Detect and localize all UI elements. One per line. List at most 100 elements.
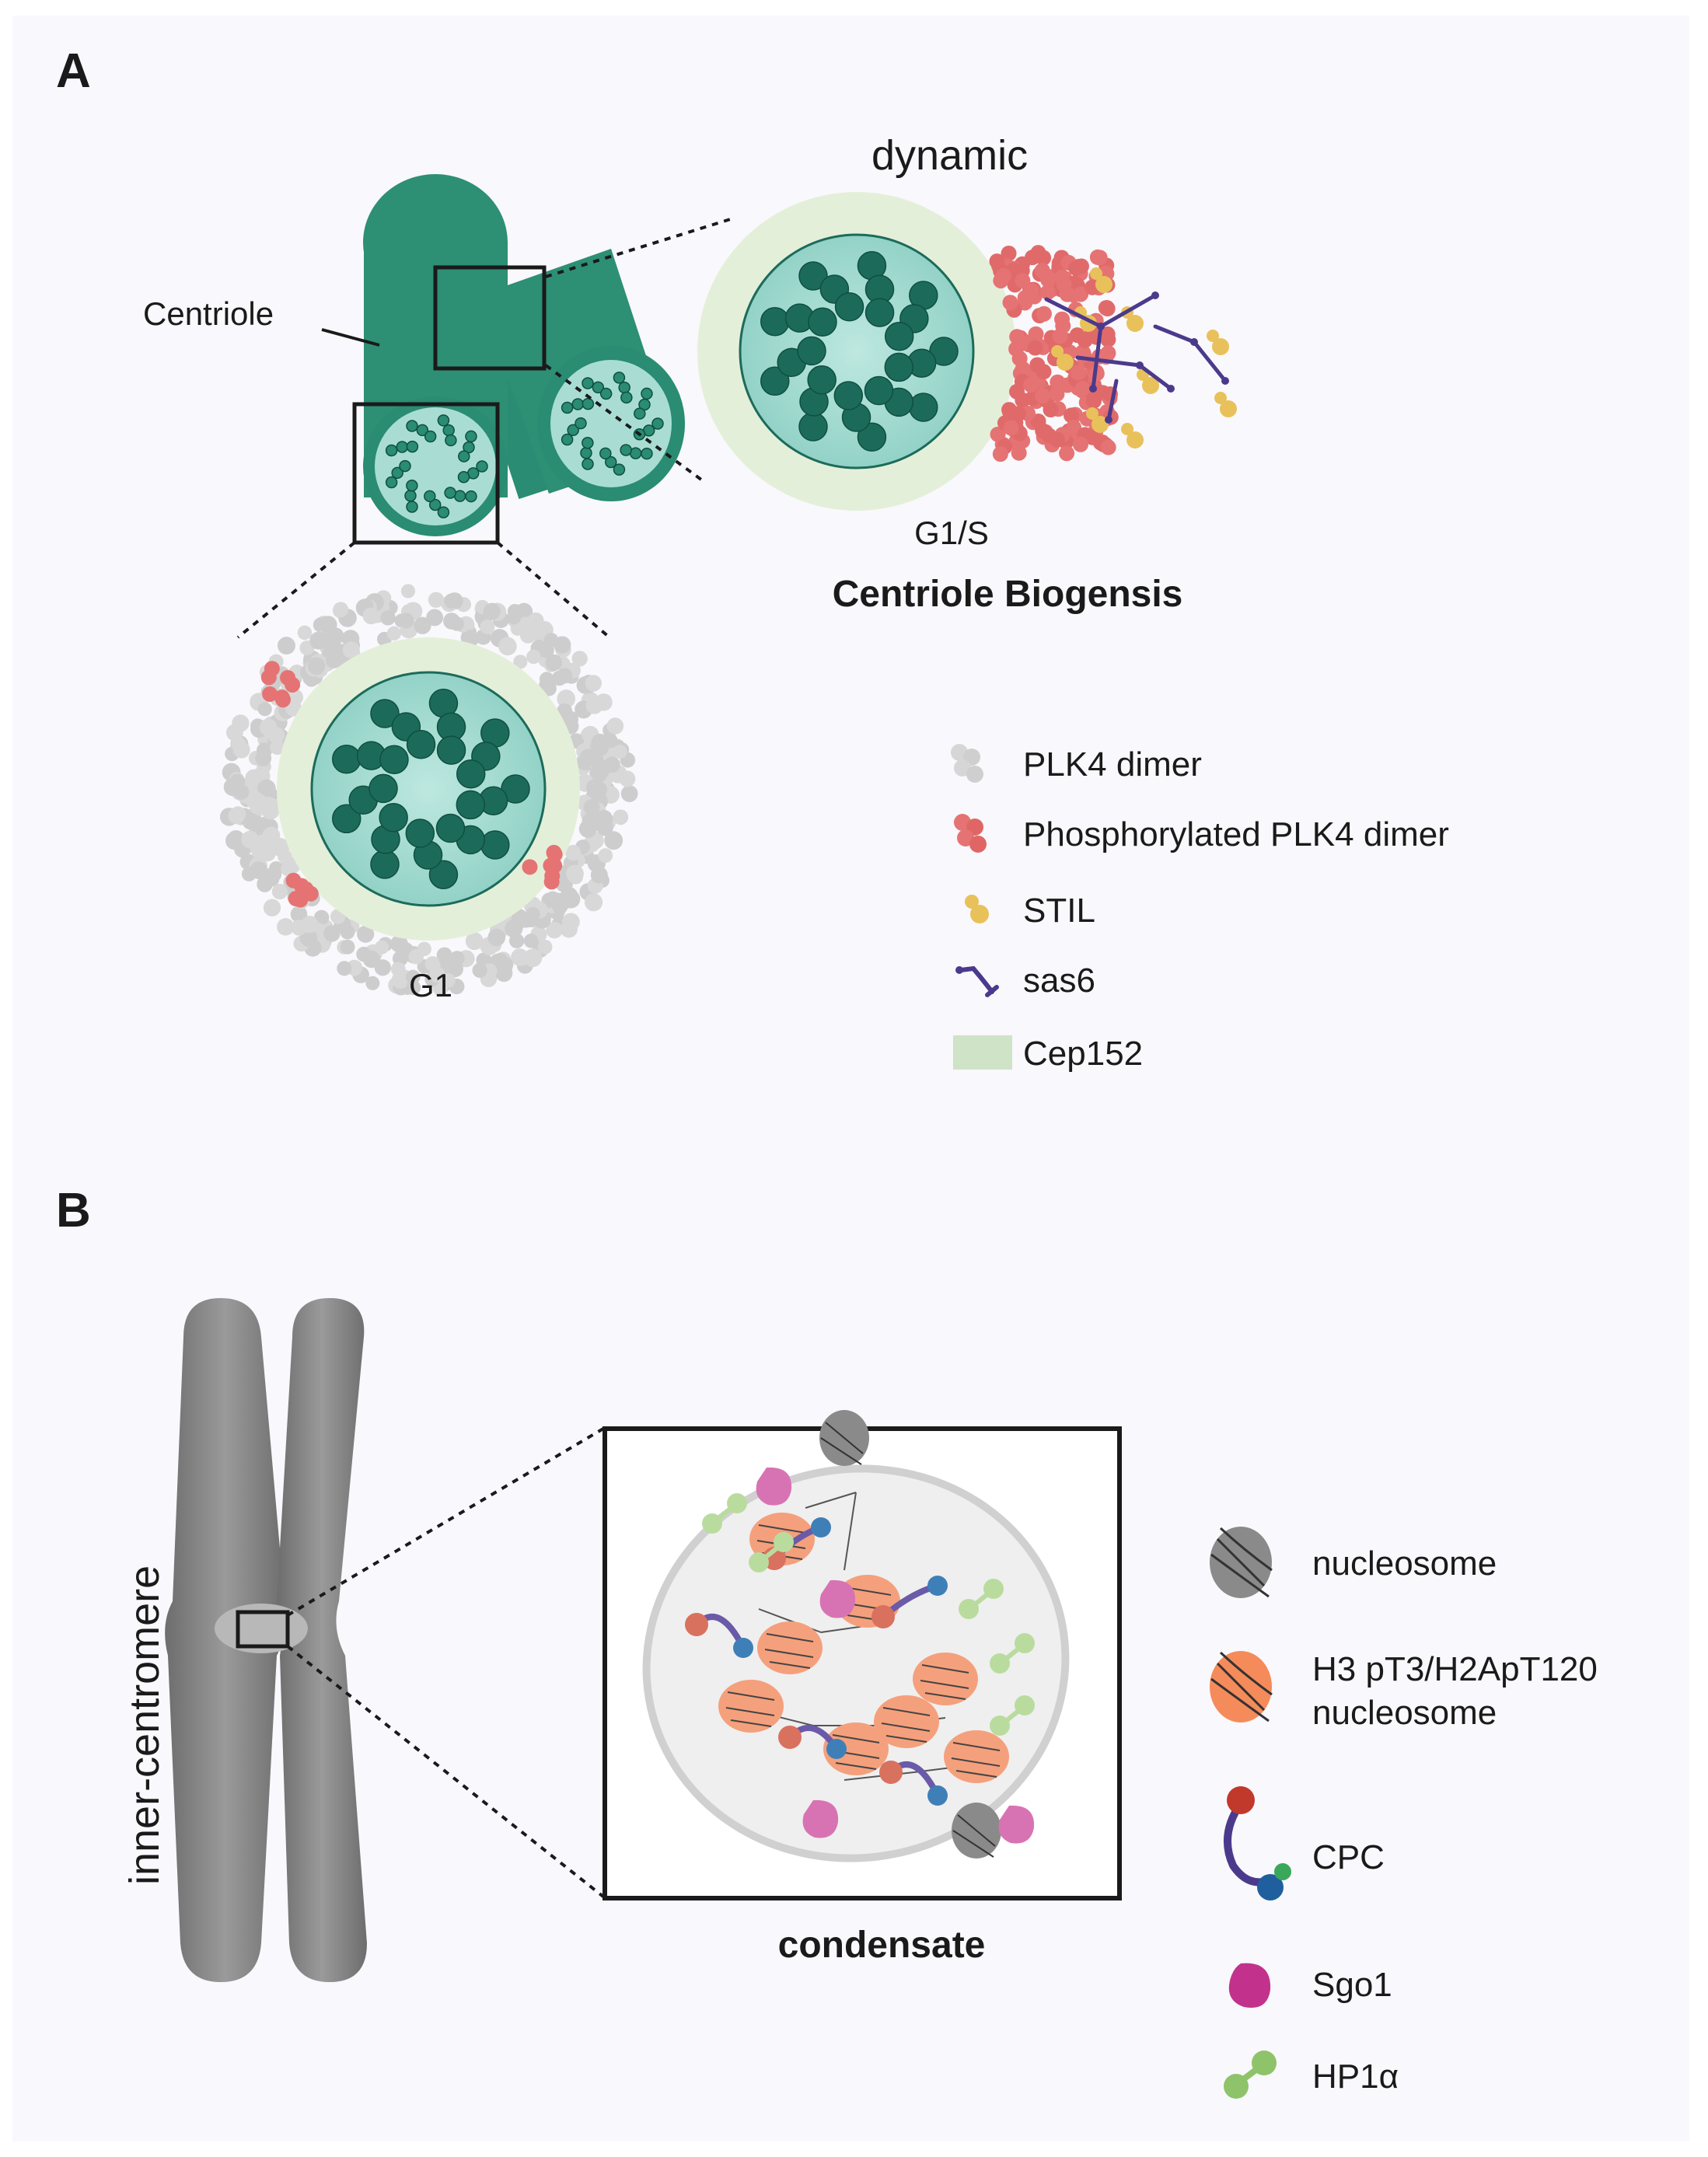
phosphorylated-plk4 — [1071, 259, 1087, 275]
phosphorylated-plk4 — [285, 872, 302, 888]
phosphorylated-plk4 — [1085, 393, 1102, 409]
microtubule — [456, 790, 486, 820]
microtubule — [437, 414, 450, 427]
plk4-dimer — [596, 818, 613, 836]
phospho-nucleosome — [718, 1680, 784, 1733]
hp1a — [727, 1493, 747, 1513]
phosphorylated-plk4 — [1011, 445, 1027, 461]
stil — [1092, 416, 1109, 433]
microtubule — [436, 735, 466, 765]
phosphorylated-plk4 — [1040, 271, 1057, 288]
microtubule — [798, 412, 828, 442]
phosphorylated-plk4 — [1039, 284, 1056, 300]
microtubule — [833, 381, 864, 410]
dna-wrap — [820, 1422, 864, 1465]
phospho-nucleosome — [944, 1730, 1009, 1783]
plk4-dimer — [271, 883, 288, 900]
stil-proteins — [1051, 267, 1237, 449]
phosphorylated-plk4 — [989, 253, 1005, 270]
microtubule — [620, 391, 633, 404]
phosphorylated-plk4 — [1002, 295, 1018, 311]
sas6-head — [1221, 377, 1229, 385]
phospho-nucleosome-icon — [1210, 1651, 1273, 1722]
microtubule — [797, 336, 826, 366]
phospho-nucleosome — [913, 1653, 978, 1705]
centromere-zoom-box — [236, 1610, 290, 1649]
sas6 — [1106, 379, 1119, 422]
legend-nucleosome: nucleosome — [1312, 1544, 1497, 1583]
g1-centriole — [219, 584, 638, 996]
plk4-dimer — [277, 918, 295, 936]
phosphorylated-plk4 — [262, 686, 278, 702]
sas6 — [1044, 297, 1103, 329]
plk4-dimer — [400, 584, 416, 599]
phosphorylated-plk4 — [1098, 300, 1115, 316]
hp1a — [959, 1599, 979, 1619]
microtubule — [561, 401, 574, 414]
plk4-dimer — [480, 620, 495, 634]
phosphorylated-plk4 — [543, 874, 560, 890]
microtubule — [396, 441, 409, 453]
cpc-tail — [811, 1517, 831, 1537]
phosphorylated-plk4 — [1023, 283, 1039, 299]
plk4-dimer — [545, 654, 563, 672]
microtubule — [613, 372, 626, 384]
sgo1 — [998, 1805, 1035, 1844]
microtubule — [406, 479, 418, 492]
microtubule — [613, 463, 626, 476]
microtubule — [651, 417, 664, 430]
plk4-dimer — [325, 652, 342, 668]
plk4-dimer — [519, 627, 536, 644]
mother-microtubules — [385, 414, 488, 518]
centriole-pair — [363, 174, 685, 536]
phosphorylated-plk4 — [995, 267, 1011, 284]
dna-wrap — [725, 1691, 775, 1727]
dna-wrap — [951, 1742, 1001, 1778]
legend-stil: STIL — [1023, 892, 1095, 930]
phosphorylated-plk4 — [1092, 250, 1108, 266]
hp1a — [990, 1653, 1010, 1674]
sas6 — [1091, 324, 1103, 391]
microtubule — [834, 292, 864, 322]
plk4-dimer — [487, 928, 506, 947]
dna-link — [844, 1771, 915, 1781]
microtubule — [465, 430, 477, 443]
phosphorylated-plk4 — [302, 885, 319, 902]
sas6 — [1153, 324, 1196, 344]
plk4-dimer — [604, 831, 623, 850]
legend-cep152: Cep152 — [1023, 1035, 1143, 1073]
microtubule — [424, 490, 436, 503]
microtubule — [884, 322, 914, 351]
dna-wrap — [881, 1707, 931, 1743]
plk4-dimer — [583, 799, 600, 816]
plk4-dimer — [554, 636, 571, 654]
plk4-dimer — [589, 764, 608, 783]
plk4-dimer — [585, 675, 602, 692]
plk4-dimer — [428, 592, 445, 608]
zoom-box-g1s — [433, 265, 547, 371]
legend-phospho-nucleosome-line2: nucleosome — [1312, 1694, 1497, 1732]
microtubule — [465, 490, 477, 503]
microtubule — [437, 506, 450, 518]
plk4-dimer — [263, 899, 281, 916]
plk4-dimer — [241, 866, 257, 881]
dynamic-label: dynamic — [871, 132, 1028, 179]
phosphorylated-plk4 — [992, 446, 1008, 462]
sgo1 — [756, 1467, 792, 1506]
phosphorylated-plk4 — [1001, 246, 1017, 262]
phosphorylated-plk4 — [1030, 245, 1046, 261]
plk4-dimer — [523, 948, 543, 968]
plk4-dimer — [307, 657, 326, 675]
phosphorylated-plk4 — [1035, 388, 1051, 404]
phosphorylated-plk4 — [1036, 305, 1052, 322]
stil — [1126, 315, 1144, 332]
sas6 — [1137, 363, 1173, 391]
zoom-lines-a — [236, 216, 736, 639]
cpc-head — [879, 1761, 903, 1784]
plk4-dimer — [391, 971, 410, 989]
plk4-dimer — [444, 593, 459, 609]
plk4-dimer — [589, 752, 604, 767]
phosphorylated-plk4 — [274, 689, 290, 706]
plk4-dimer — [578, 819, 597, 838]
hp1a-icon — [1224, 2051, 1277, 2099]
